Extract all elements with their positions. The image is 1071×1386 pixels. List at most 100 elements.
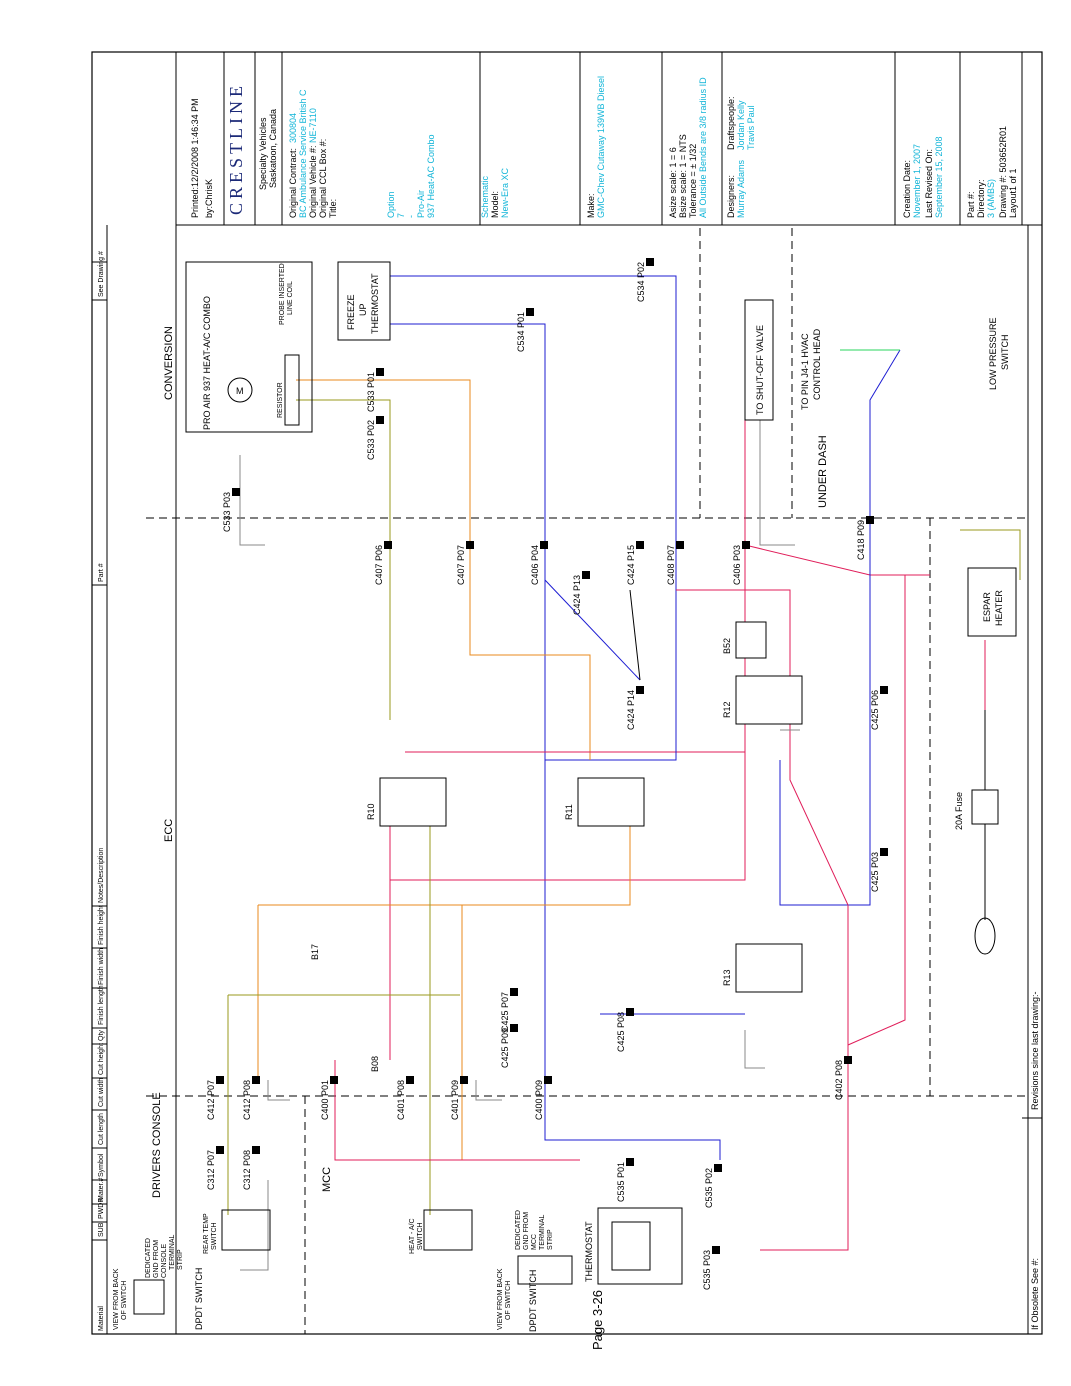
connector-c401-p08: C401 P08 bbox=[396, 1080, 406, 1120]
connector-c412-p08: C412 P08 bbox=[242, 1080, 252, 1120]
rear-temp-switch: REAR TEMP SWITCH bbox=[203, 1209, 271, 1254]
connector-c408-p07: C408 P07 bbox=[666, 545, 676, 585]
region-dividers bbox=[146, 228, 1025, 1334]
connector-c533-p02: C533 P02 bbox=[366, 420, 376, 460]
title-sub: Schematic bbox=[480, 175, 490, 218]
motor-icon bbox=[227, 377, 253, 403]
connector-marker bbox=[714, 1164, 722, 1172]
connector-c534-p01: C534 P01 bbox=[516, 312, 526, 352]
tolerance-note: All Outside Bends are 3/8 radius ID bbox=[698, 77, 708, 218]
header-col-10: Finish width bbox=[98, 948, 105, 985]
shutoff-label: TO SHUT-OFF VALVE bbox=[755, 325, 765, 415]
asize-scale: Asize scale: 1 = 6 bbox=[668, 147, 678, 218]
connector-marker bbox=[880, 848, 888, 856]
header-col-2: PWDR bbox=[98, 1198, 105, 1219]
connector-marker bbox=[582, 571, 590, 579]
connector-c533-p03: C533 P03 bbox=[222, 492, 232, 532]
sheet-border bbox=[91, 51, 1043, 1335]
dpdt-legend-left: DPDT SWITCH VIEW FROM BACK OF SWITCH DED… bbox=[113, 1235, 204, 1331]
connector-marker bbox=[384, 541, 392, 549]
svg-text:HEAT - A/C: HEAT - A/C bbox=[409, 1218, 416, 1254]
directory-value: 3 (AMBS) bbox=[986, 179, 996, 218]
header-col-7: Cut height bbox=[98, 1043, 105, 1075]
company-line1: Specialty Vehicles bbox=[258, 117, 268, 190]
drafts-label: Draftspeople: bbox=[726, 96, 736, 150]
connector-c535-p01: C535 P01 bbox=[616, 1162, 626, 1202]
connector-c400-p09: C400 P09 bbox=[534, 1080, 544, 1120]
connector-c312-p08: C312 P08 bbox=[242, 1150, 252, 1190]
connector-c425-p09: C425 P09 bbox=[500, 1028, 510, 1068]
connector-c412-p07: C412 P07 bbox=[206, 1080, 216, 1120]
header-col-5: Cut length bbox=[98, 1113, 105, 1145]
mcc-thermostat: THERMOSTAT bbox=[584, 1207, 683, 1285]
svg-text:SWITCH: SWITCH bbox=[417, 1222, 424, 1250]
svg-text:VIEW FROM BACK: VIEW FROM BACK bbox=[497, 1268, 504, 1330]
region-drivers-console: DRIVERS CONSOLE bbox=[151, 1092, 163, 1198]
connector-c401-p09: C401 P09 bbox=[450, 1080, 460, 1120]
title-line-1: Option bbox=[386, 191, 396, 218]
connector-marker bbox=[636, 541, 644, 549]
connector-c418-p09: C418 P09 bbox=[856, 520, 866, 560]
wiring bbox=[227, 275, 1021, 1271]
connector-marker bbox=[544, 1076, 552, 1084]
connector-marker bbox=[252, 1076, 260, 1084]
connector-marker bbox=[626, 1158, 634, 1166]
svg-text:STRIP: STRIP bbox=[547, 1229, 554, 1250]
espar-heater: ESPAR HEATER bbox=[967, 567, 1017, 637]
svg-text:MCC: MCC bbox=[531, 1234, 538, 1250]
connector-marker bbox=[232, 488, 240, 496]
lowpress-label-1: LOW PRESSURE bbox=[988, 317, 998, 390]
connector-marker bbox=[866, 516, 874, 524]
company-line2: Saskatoon, Canada bbox=[268, 109, 278, 188]
svg-text:VIEW FROM BACK: VIEW FROM BACK bbox=[113, 1268, 120, 1330]
title-block: Printed:12/2/2008 1:46:34 PM by:ChrisK C… bbox=[175, 52, 1042, 1334]
header-col-9: Finish length bbox=[98, 985, 105, 1025]
title-line-5: 937 Heat-AC Combo bbox=[426, 134, 436, 218]
connector-c425-p07: C425 P07 bbox=[500, 992, 510, 1032]
connector-c406-p03: C406 P03 bbox=[732, 545, 742, 585]
header-col-1: SUB bbox=[98, 1222, 105, 1237]
connector-marker bbox=[636, 686, 644, 694]
connector-marker bbox=[880, 686, 888, 694]
connector-c424-p13: C424 P13 bbox=[572, 575, 582, 615]
connector-c400-p01: C400 P01 bbox=[320, 1080, 330, 1120]
dpdt-legend-right: DPDT SWITCH VIEW FROM BACK OF SWITCH DED… bbox=[497, 1210, 573, 1332]
connector-markers bbox=[216, 258, 888, 1254]
connector-marker bbox=[742, 541, 750, 549]
header-col-11: Finish height bbox=[98, 905, 105, 945]
svg-text:THERMOSTAT: THERMOSTAT bbox=[584, 1221, 594, 1282]
connector-marker bbox=[540, 541, 548, 549]
connector-marker bbox=[216, 1076, 224, 1084]
connector-c402-p08: C402 P08 bbox=[834, 1060, 844, 1100]
motor-label: M bbox=[236, 386, 244, 396]
svg-text:TERMINAL: TERMINAL bbox=[539, 1215, 546, 1251]
relay-r13: R13 bbox=[722, 943, 803, 993]
connector-c533-p01: C533 P01 bbox=[366, 372, 376, 412]
lowpress-label-2: SWITCH bbox=[1000, 335, 1010, 371]
make-value: GMC-Chev Cutaway 139WB Diesel bbox=[596, 76, 606, 218]
resistor-box bbox=[284, 354, 300, 426]
svg-text:B52: B52 bbox=[722, 638, 732, 654]
connector-marker bbox=[646, 258, 654, 266]
title-line-4: Pro-Air bbox=[416, 190, 426, 218]
header-col-4: Symbol bbox=[98, 1153, 105, 1177]
title-line-3: - bbox=[406, 215, 416, 218]
svg-text:CONSOLE: CONSOLE bbox=[161, 1243, 168, 1278]
proair-unit: PRO AIR 937 HEAT-A/C COMBO PROBE INSERTE… bbox=[185, 261, 313, 433]
connector-c425-p06: C425 P06 bbox=[870, 690, 880, 730]
orig-contract-value: 300804 bbox=[288, 113, 298, 143]
breaker-b08: B08 bbox=[370, 1056, 380, 1072]
hvac-label-2: CONTROL HEAD bbox=[812, 328, 822, 400]
connector-c535-p03: C535 P03 bbox=[702, 1250, 712, 1290]
espar-line-1: ESPAR bbox=[982, 592, 992, 622]
battery-icon bbox=[974, 917, 996, 955]
printed-by: by:ChrisK bbox=[204, 179, 214, 218]
crestline-logo: CRESTLINE bbox=[226, 82, 246, 215]
svg-text:SWITCH: SWITCH bbox=[211, 1222, 218, 1250]
orig-vehicle-label: Original Vehicle #: bbox=[308, 145, 318, 218]
svg-text:GND FROM: GND FROM bbox=[153, 1240, 160, 1278]
orig-ccl-label: Original CCL Box #: bbox=[318, 139, 328, 218]
creation-value: November 1, 2007 bbox=[912, 144, 922, 218]
